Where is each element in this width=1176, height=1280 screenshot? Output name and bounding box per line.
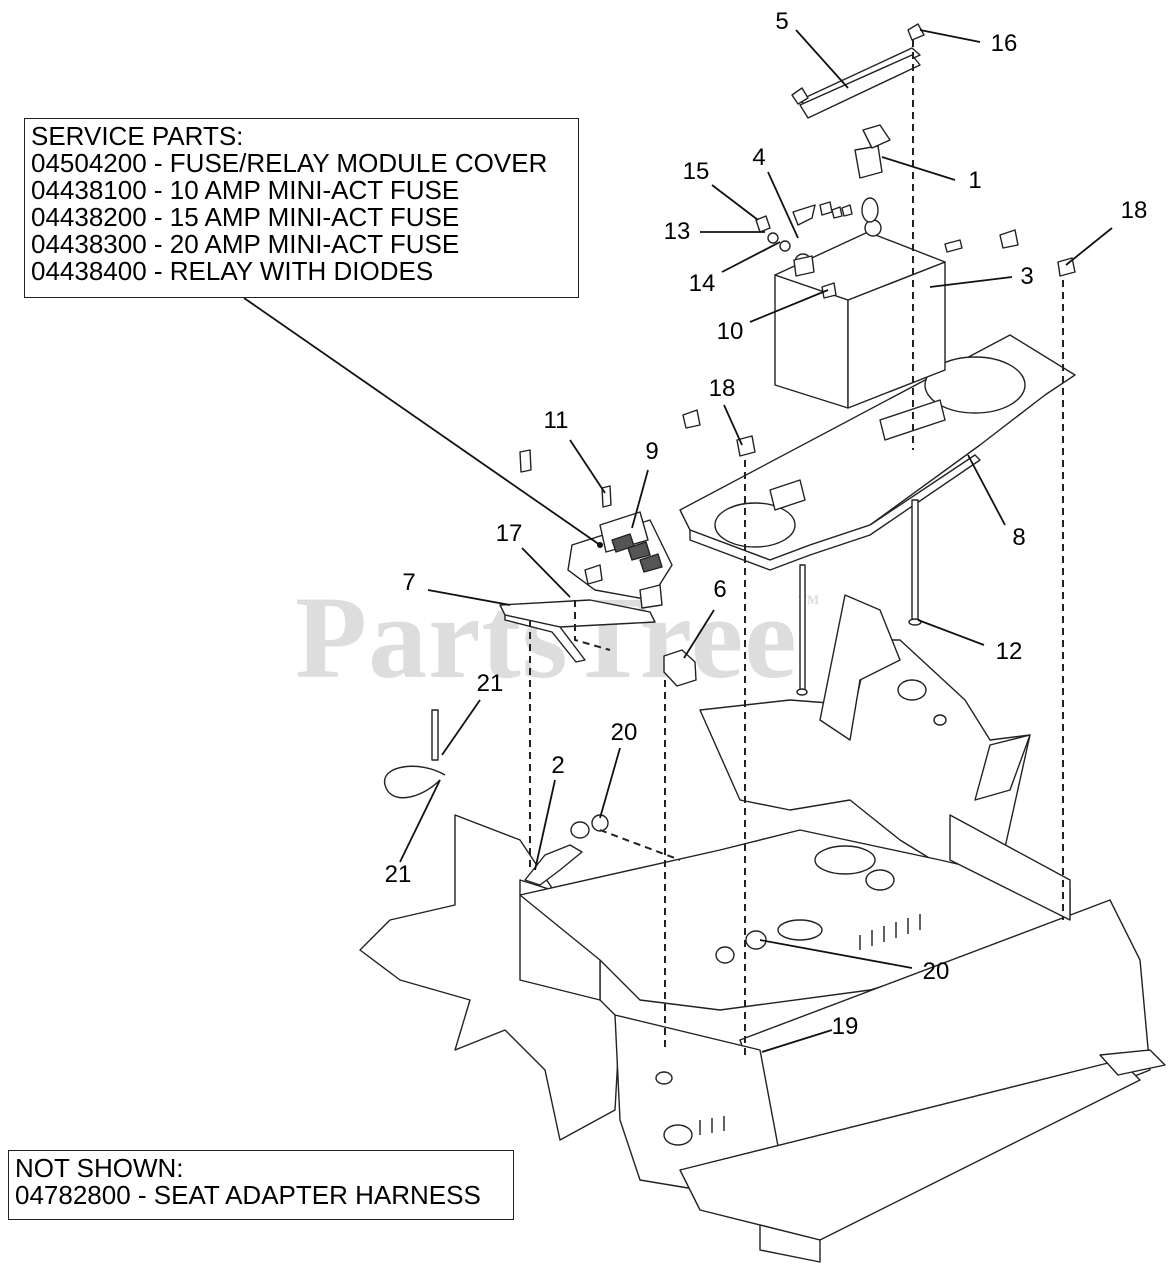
callout-18-top: 18 <box>708 375 736 402</box>
callout-8: 8 <box>1012 524 1026 551</box>
leader-8 <box>967 454 1006 526</box>
callout-11: 11 <box>543 407 569 434</box>
assembly-line-20 <box>599 829 681 861</box>
grommets <box>570 814 767 964</box>
harness-strap <box>524 844 583 886</box>
callout-5: 5 <box>775 8 789 35</box>
leader-5 <box>795 29 849 89</box>
not-shown-box: NOT SHOWN: 04782800 - SEAT ADAPTER HARNE… <box>8 1150 514 1220</box>
callout-20-right: 20 <box>922 958 950 985</box>
leader-2 <box>534 779 556 871</box>
callout-13: 13 <box>663 218 691 245</box>
leader-16 <box>919 29 981 43</box>
leader-18r <box>1065 227 1113 266</box>
leader-9 <box>631 469 649 529</box>
battery-hardware <box>519 201 1076 508</box>
service-part-item: 04438100 - 10 AMP MINI-ACT FUSE <box>31 175 460 205</box>
mower-frame <box>359 594 1166 1263</box>
cable-tie <box>384 709 446 799</box>
leader-17 <box>521 547 571 598</box>
leader-11 <box>569 439 606 494</box>
callout-7: 7 <box>402 569 416 596</box>
frame-bottom-rail <box>679 1059 1141 1241</box>
callout-17: 17 <box>495 520 523 547</box>
terminal-boot <box>854 124 891 223</box>
module-bracket <box>499 599 656 663</box>
leader-4 <box>767 171 799 239</box>
service-part-item: 04438300 - 20 AMP MINI-ACT FUSE <box>31 229 460 259</box>
switch <box>663 649 697 687</box>
service-part-item: 04438400 - RELAY WITH DIODES <box>31 256 434 286</box>
leader-20b <box>759 939 913 969</box>
tray-side <box>689 454 981 571</box>
leader-12 <box>917 619 985 646</box>
frame-right-bracket <box>974 734 1031 801</box>
callout-4: 4 <box>752 144 766 171</box>
callout-21-top: 21 <box>476 670 504 697</box>
leader-20a <box>599 747 621 819</box>
leader-10 <box>749 289 829 323</box>
callout-10: 10 <box>716 318 744 345</box>
frame-tower-left <box>819 594 901 741</box>
leader-21a <box>441 699 481 756</box>
callout-6: 6 <box>713 576 727 603</box>
hold-down-bar <box>791 23 925 119</box>
callout-15: 15 <box>682 158 710 185</box>
service-part-item: 04438200 - 15 AMP MINI-ACT FUSE <box>31 202 460 232</box>
service-parts-heading: SERVICE PARTS: <box>31 121 244 151</box>
callout-20-left: 20 <box>610 719 638 746</box>
fuse-relay-module <box>567 511 673 609</box>
callout-2: 2 <box>551 752 565 779</box>
leader-1 <box>881 156 956 181</box>
callout-16: 16 <box>990 30 1018 57</box>
callout-14: 14 <box>688 270 716 297</box>
leader-21b <box>399 779 441 863</box>
callout-12: 12 <box>995 638 1023 665</box>
service-parts-box: SERVICE PARTS: 04504200 - FUSE/RELAY MOD… <box>24 118 579 298</box>
not-shown-heading: NOT SHOWN: <box>15 1153 184 1183</box>
service-part-item: 04504200 - FUSE/RELAY MODULE COVER <box>31 148 548 178</box>
watermark-text: PartsTree <box>295 572 798 703</box>
leader-3 <box>929 276 1013 288</box>
not-shown-item: 04782800 - SEAT ADAPTER HARNESS <box>15 1180 481 1210</box>
callout-18-right: 18 <box>1120 197 1148 224</box>
watermark: PartsTree™ <box>295 570 821 706</box>
callout-3: 3 <box>1020 263 1034 290</box>
frame-rear-member <box>949 814 1071 921</box>
callout-1: 1 <box>968 167 982 194</box>
battery <box>774 219 946 409</box>
leader-7 <box>427 589 511 606</box>
leader-service-parts <box>243 297 601 546</box>
leader-15 <box>711 184 759 221</box>
leader-14 <box>721 241 781 273</box>
callout-9: 9 <box>645 438 659 465</box>
callout-19: 19 <box>831 1013 859 1040</box>
assembly-line-17 <box>574 600 611 651</box>
leader-18t <box>723 404 743 446</box>
battery-tray <box>679 334 1076 571</box>
leader-19 <box>761 1029 833 1053</box>
leader-6 <box>683 609 715 659</box>
callout-21-bottom: 21 <box>384 861 412 888</box>
